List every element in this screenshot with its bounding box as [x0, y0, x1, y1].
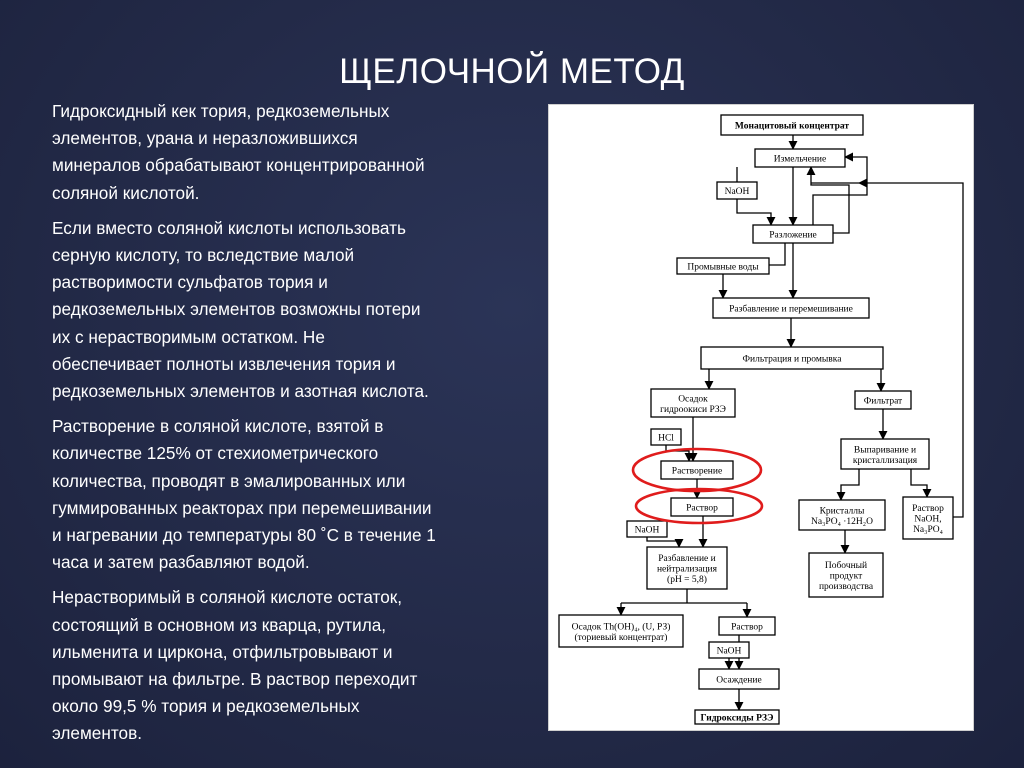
text-line: Если вместо соляной кислоты использовать — [52, 217, 406, 238]
text-line: гуммированных реакторах при перемешивани… — [52, 497, 432, 518]
flow-box-label: кристаллизация — [853, 456, 918, 466]
flow-box-hcl: HCl — [650, 428, 682, 446]
highlight-dissolution-ellipse — [631, 447, 763, 493]
flow-box-solution2: Раствор — [718, 616, 776, 636]
flow-arrow-3 — [736, 199, 776, 226]
flow-box-wash_water: Промывные воды — [676, 257, 770, 275]
text-line: и нагревании до температуры 80 ˚С в тече… — [52, 525, 436, 546]
flow-box-label: Фильтрат — [864, 397, 903, 407]
flow-box-label: HCl — [658, 434, 674, 444]
flow-box-label: продукт — [830, 572, 863, 582]
text-line: количестве 125% от стехиометрического — [52, 443, 379, 464]
flow-box-label: Фильтрация и промывка — [743, 355, 843, 365]
flow-box-label: Na₃PO₄ — [913, 525, 943, 535]
text-line: Гидроксидный кек тория, редкоземельных — [52, 101, 390, 121]
flow-box-naoh1: NaOH — [716, 181, 758, 200]
text-line: минералов обрабатывают концентрированной — [52, 155, 425, 176]
flow-box-decomposition: Разложение — [752, 224, 834, 244]
text-line: Растворение в соляной кислоте, взятой в — [52, 416, 384, 437]
flow-box-filtrate: Фильтрат — [854, 390, 912, 410]
highlight-solution-ellipse — [634, 487, 764, 525]
flow-box-label: Осадок — [678, 394, 708, 404]
text-line: соляной кислотой. — [52, 182, 200, 203]
flow-box-monazite: Монацитовый концентрат — [720, 114, 864, 136]
slide-title: ЩЕЛОЧНОЙ МЕТОД — [339, 52, 685, 91]
flow-box-precipitation: Осаждение — [698, 668, 780, 690]
flow-box-label: Промывные воды — [687, 263, 759, 273]
flow-box-label: производства — [819, 582, 874, 592]
body-text: Гидроксидный кек тория, редкоземельных э… — [52, 98, 522, 756]
flow-box-label: Разложение — [769, 231, 817, 241]
text-line: состоящий в основном из кварца, рутила, — [52, 614, 387, 635]
paragraph-3: Растворение в соляной кислоте, взятой в … — [52, 413, 522, 576]
text-line: серную кислоту, то вследствие малой — [52, 245, 355, 266]
flow-box-label: Разбавление и — [658, 553, 715, 564]
flow-arrow-26 — [836, 469, 860, 501]
flow-box-dilution: Разбавление и перемешивание — [712, 297, 870, 319]
flow-box-filtration: Фильтрация и промывка — [700, 346, 884, 370]
paragraph-4: Нерастворимый в соляной кислоте остаток,… — [52, 584, 522, 747]
flow-box-label: Кристаллы — [820, 506, 865, 516]
flow-arrow-14 — [665, 445, 694, 462]
flow-box-grinding: Измельчение — [754, 148, 846, 168]
text-line: ильменита и циркона, отфильтровывают и — [52, 641, 393, 662]
flow-box-label: нейтрализация — [657, 564, 718, 575]
text-line: редкоземельных элементов и азотная кисло… — [52, 381, 429, 402]
flow-box-label: Измельчение — [774, 155, 826, 165]
flow-box-ree_hydroxides: Гидроксиды РЗЭ — [694, 709, 780, 725]
flow-arrow-9 — [812, 152, 868, 225]
flow-box-label: Выпаривание и — [854, 445, 916, 455]
text-line: элементов. — [52, 723, 142, 744]
flow-box-naoh2: NaOH — [626, 520, 668, 538]
flow-box-label: Побочный — [825, 560, 867, 571]
paragraph-2: Если вместо соляной кислоты использовать… — [52, 215, 522, 405]
flow-arrow-8 — [806, 166, 850, 234]
text-line: их с нерастворимым остатком. Не — [52, 326, 325, 347]
flow-box-label: гидроокиси РЗЭ — [660, 405, 726, 415]
flow-box-label: NaOH — [635, 526, 660, 536]
text-line: часа и затем разбавляют водой. — [52, 552, 310, 573]
flow-box-label: Na₃PO₄ ·12H₂O — [811, 517, 873, 527]
flow-box-label: Растворение — [672, 467, 722, 477]
text-line: растворимости сульфатов тория и — [52, 272, 328, 293]
flow-box-label: NaOH — [725, 187, 750, 197]
flow-box-thorium_cake: Осадок Th(OH)₄, (U, РЗ)(ториевый концент… — [558, 614, 684, 648]
flow-box-label: Осаждение — [716, 676, 761, 686]
flow-box-label: NaOH — [717, 647, 742, 657]
paragraph-1: Гидроксидный кек тория, редкоземельных э… — [52, 98, 522, 207]
flow-box-label: Гидроксиды РЗЭ — [701, 714, 774, 724]
flow-box-label: Раствор — [686, 504, 718, 514]
flow-arrow-27 — [910, 469, 932, 498]
flow-box-label: Осадок Th(OH)₄, (U, РЗ) — [572, 621, 671, 632]
flow-arrow-17 — [646, 537, 684, 548]
text-line: около 99,5 % тория и редкоземельных — [52, 696, 360, 717]
text-line: элементов, урана и неразложившихся — [52, 128, 358, 149]
flow-arrow-7 — [769, 243, 786, 266]
text-line: Нерастворимый в соляной кислоте остаток, — [52, 587, 403, 608]
flow-box-label: Монацитовый концентрат — [735, 121, 850, 132]
text-line: промывают на фильтре. В раствор переходи… — [52, 669, 418, 690]
flow-box-label: NaOH, — [914, 515, 941, 525]
flow-box-label: (ториевый концентрат) — [575, 632, 668, 643]
flow-box-label: (pH = 5,8) — [667, 574, 707, 585]
flow-box-label: Разбавление и перемешивание — [729, 304, 853, 315]
flow-box-solution: Раствор — [670, 497, 734, 517]
text-line: редкоземельных элементов возможны потери — [52, 299, 421, 320]
flow-box-label: Раствор — [731, 623, 763, 633]
text-line: количества, проводят в эмалированных или — [52, 470, 406, 491]
flow-arrow-29 — [858, 178, 964, 518]
text-line: обеспечивает полноты извлечения тория и — [52, 353, 396, 374]
flow-box-label: Раствор — [912, 504, 944, 514]
flow-box-naoh3: NaOH — [708, 641, 750, 659]
flow-box-dissolution: Растворение — [660, 460, 734, 480]
